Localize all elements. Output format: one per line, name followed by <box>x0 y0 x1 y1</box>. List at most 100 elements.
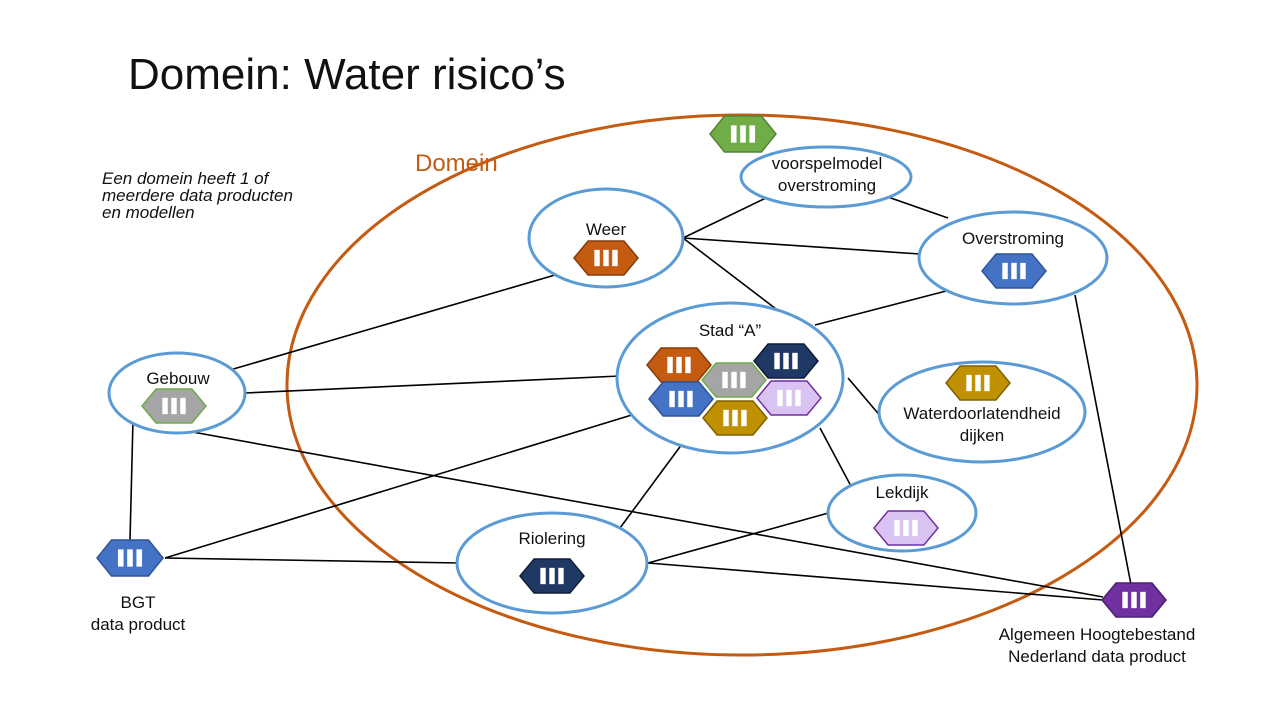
voorspelmodel-data-product-icon-bar-1 <box>730 125 737 143</box>
waterdoorlatendheid-data-product-icon-bar-3 <box>984 374 990 392</box>
edge-stad-waterdoorlatendheid <box>847 377 883 419</box>
riolering-data-product-icon-bar-1 <box>540 567 546 585</box>
label-ahn-line2: Nederland data product <box>1008 647 1186 666</box>
voorspelmodel-data-product-icon-bar-3 <box>749 125 756 143</box>
edge-riolering-lekdijk <box>647 511 833 564</box>
stad-data-product-icon-3-bar-2 <box>731 371 737 389</box>
stad-data-product-icon-1-bar-2 <box>676 356 682 374</box>
edge-gebouw-ahn <box>164 426 1104 598</box>
stad-data-product-icon-6-bar-2 <box>732 409 738 427</box>
edges <box>129 196 1134 601</box>
label-riolering: Riolering <box>518 529 586 548</box>
voorspelmodel-data-product-icon-bar-2 <box>740 125 746 143</box>
label-bgt-line1: BGT <box>120 593 156 612</box>
edge-weer-overstroming <box>682 237 921 255</box>
weer-data-product-icon <box>573 240 639 276</box>
label-gebouw: Gebouw <box>146 369 210 388</box>
weer-data-product-icon-bar-1 <box>594 249 600 267</box>
domain-ellipse <box>285 113 1199 657</box>
gebouw-data-product-icon-bar-2 <box>171 397 177 415</box>
weer-data-product-icon-bar-3 <box>612 249 618 267</box>
ahn-data-product-icon-bar-2 <box>1131 591 1137 609</box>
domain-label: Domein <box>415 150 498 177</box>
icons <box>96 115 1167 618</box>
node-weer[interactable] <box>527 187 685 289</box>
stad-data-product-icon-3-bar-1 <box>722 371 728 389</box>
stad-data-product-icon-1-bar-3 <box>685 356 691 374</box>
stad-data-product-icon-4-bar-1 <box>669 390 675 408</box>
label-overstroming: Overstroming <box>961 229 1065 248</box>
stad-data-product-icon-4-bar-3 <box>687 390 693 408</box>
label-voorspelmodel: voorspelmodel overstroming <box>752 153 902 197</box>
stad-data-product-icon-1 <box>646 347 712 383</box>
weer-data-product-icon-bar-2 <box>603 249 609 267</box>
edge-stad-riolering <box>619 439 686 529</box>
riolering-data-product-icon-bar-3 <box>558 567 564 585</box>
edge-gebouw-bgt <box>129 419 134 541</box>
label-voorspelmodel-line2: overstroming <box>777 176 877 195</box>
label-stad: Stad “A” <box>698 321 762 340</box>
overstroming-data-product-icon-bar-3 <box>1020 262 1026 280</box>
edge-riolering-ahn <box>647 562 1104 601</box>
stad-data-product-icon-2-bar-1 <box>774 352 780 370</box>
stad-data-product-icon-5 <box>756 380 822 416</box>
label-waterdoorlatendheid-line1: Waterdoorlatendheid <box>903 404 1061 423</box>
label-waterdoorlatendheid-line2: dijken <box>959 426 1005 445</box>
stad-data-product-icon-5-bar-1 <box>777 389 783 407</box>
gebouw-data-product-icon-bar-3 <box>180 397 186 415</box>
edge-stad-bgt <box>164 409 649 559</box>
edge-bgt-riolering <box>164 557 461 564</box>
edge-overstroming-ahn <box>1074 294 1134 596</box>
label-voorspelmodel-line1: voorspelmodel <box>771 154 883 173</box>
ahn-data-product-icon-bar-1 <box>1122 591 1128 609</box>
ahn-data-product-icon-bar-3 <box>1140 591 1146 609</box>
label-bgt: BGT data product <box>68 592 208 636</box>
edge-weer-stad <box>682 237 781 313</box>
bgt-data-product-icon-bar-2 <box>127 549 133 567</box>
waterdoorlatendheid-data-product-icon-bar-1 <box>966 374 972 392</box>
stad-data-product-icon-2 <box>753 343 819 379</box>
label-ahn: Algemeen Hoogtebestand Nederland data pr… <box>962 624 1232 668</box>
domain-note: Een domein heeft 1 of meerdere data prod… <box>102 169 293 222</box>
bgt-data-product-icon-bar-3 <box>136 549 143 567</box>
lekdijk-data-product-icon-bar-3 <box>912 519 918 537</box>
stad-data-product-icon-5-bar-3 <box>795 389 801 407</box>
riolering-data-product-icon-bar-2 <box>549 567 555 585</box>
edge-voorspelmodel-overstroming <box>887 196 949 219</box>
edge-weer-voorspelmodel <box>682 196 769 239</box>
edge-weer-gebouw <box>229 274 556 371</box>
label-weer: Weer <box>585 220 627 239</box>
label-ahn-line1: Algemeen Hoogtebestand <box>998 625 1196 644</box>
edge-overstroming-stad <box>814 289 951 326</box>
bgt-data-product-icon-bar-1 <box>117 549 124 567</box>
page-title: Domein: Water risico’s <box>128 50 566 99</box>
overstroming-data-product-icon-bar-1 <box>1002 262 1008 280</box>
stad-data-product-icon-6-bar-3 <box>741 409 747 427</box>
riolering-data-product-icon <box>519 558 585 594</box>
label-waterdoorlatendheid: Waterdoorlatendheid dijken <box>872 403 1092 447</box>
label-bgt-line2: data product <box>90 615 186 634</box>
stad-data-product-icon-2-bar-2 <box>783 352 789 370</box>
overstroming-data-product-icon <box>981 253 1047 289</box>
waterdoorlatendheid-data-product-icon <box>945 365 1011 401</box>
stad-data-product-icon-6 <box>702 400 768 436</box>
edge-stad-lekdijk <box>819 427 853 489</box>
stad-data-product-icon-6-bar-1 <box>723 409 729 427</box>
node-waterdoorlatendheid[interactable] <box>877 360 1087 464</box>
gebouw-data-product-icon <box>141 388 207 424</box>
waterdoorlatendheid-data-product-icon-bar-2 <box>975 374 981 392</box>
voorspelmodel-data-product-icon <box>709 115 777 153</box>
stad-data-product-icon-3 <box>701 362 767 398</box>
stad-data-product-icon-5-bar-2 <box>786 389 792 407</box>
lekdijk-data-product-icon-bar-1 <box>894 519 900 537</box>
stad-data-product-icon-4-bar-2 <box>678 390 684 408</box>
stad-data-product-icon-2-bar-3 <box>792 352 798 370</box>
bgt-data-product-icon <box>96 539 164 577</box>
lekdijk-data-product-icon-bar-2 <box>903 519 909 537</box>
overstroming-data-product-icon-bar-2 <box>1011 262 1017 280</box>
node-voorspelmodel[interactable] <box>739 145 913 209</box>
lekdijk-data-product-icon <box>873 510 939 546</box>
stad-data-product-icon-3-bar-3 <box>740 371 746 389</box>
